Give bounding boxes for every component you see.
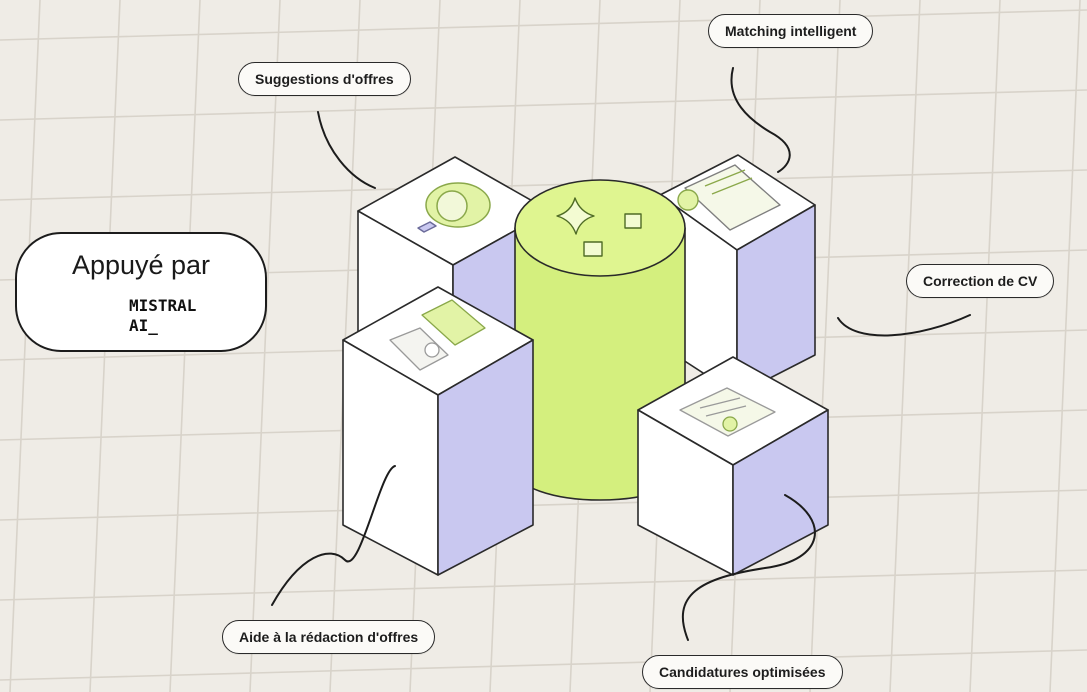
lightbulb-icon xyxy=(417,182,491,233)
label-correction: Correction de CV xyxy=(906,264,1055,298)
connector-aide xyxy=(271,465,396,606)
box-candidatures xyxy=(637,356,829,576)
document-chart-icon xyxy=(677,164,781,231)
connector-matching xyxy=(730,67,791,173)
label-candidatures: Candidatures optimisées xyxy=(642,655,843,689)
label-suggestions: Suggestions d'offres xyxy=(238,62,411,96)
connector-lines xyxy=(271,67,971,641)
connector-correction xyxy=(837,314,971,337)
connector-candidatures xyxy=(682,494,816,641)
sparkle-icon xyxy=(556,197,642,257)
badge-title: Appuyé par xyxy=(71,250,211,280)
label-aide: Aide à la rédaction d'offres xyxy=(222,620,436,654)
brand-line-1: MISTRAL xyxy=(129,296,197,315)
label-matching: Matching intelligent xyxy=(708,14,874,48)
brand-line-2: AI_ xyxy=(129,316,158,335)
brand-name: MISTRAL AI_ xyxy=(129,296,196,336)
powered-by-badge: Appuyé par MISTRAL AI_ xyxy=(15,232,267,352)
certificate-icon xyxy=(679,387,776,437)
box-aide xyxy=(342,286,534,576)
chat-bubble-icon xyxy=(389,299,486,371)
connector-suggestions xyxy=(317,111,376,189)
